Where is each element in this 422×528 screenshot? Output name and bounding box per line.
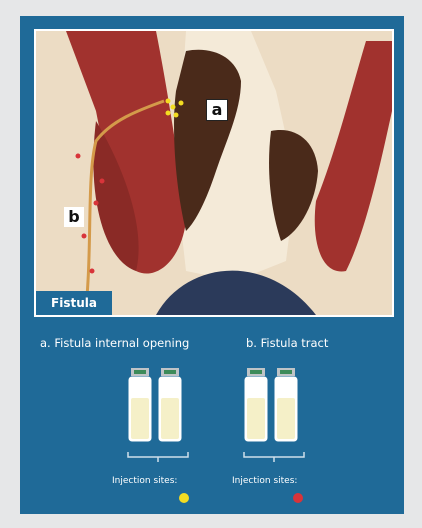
label-internal-opening: a. Fistula internal opening (40, 336, 189, 350)
callout-b: b (64, 207, 84, 227)
yellow-marker-icon (179, 493, 189, 503)
vial-icon (159, 368, 181, 441)
injection-sites-label-b: Injection sites: (232, 476, 297, 486)
injection-sites-label-a: Injection sites: (112, 476, 177, 486)
fistula-anatomy-drawing (36, 31, 392, 315)
vials-group-b (244, 368, 300, 444)
anatomy-illustration: a b Fistula (34, 29, 394, 317)
fistula-tag: Fistula (36, 291, 112, 315)
vials-group-a (128, 368, 184, 444)
label-fistula-tract: b. Fistula tract (246, 336, 328, 350)
vial-icon (129, 368, 151, 441)
red-marker-icon (293, 493, 303, 503)
figure-frame: a b Fistula a. Fistula internal opening … (20, 16, 404, 514)
bracket-a (126, 450, 190, 464)
vial-icon (245, 368, 267, 441)
vial-icon (275, 368, 297, 441)
callout-a: a (206, 99, 228, 121)
bracket-b (242, 450, 306, 464)
